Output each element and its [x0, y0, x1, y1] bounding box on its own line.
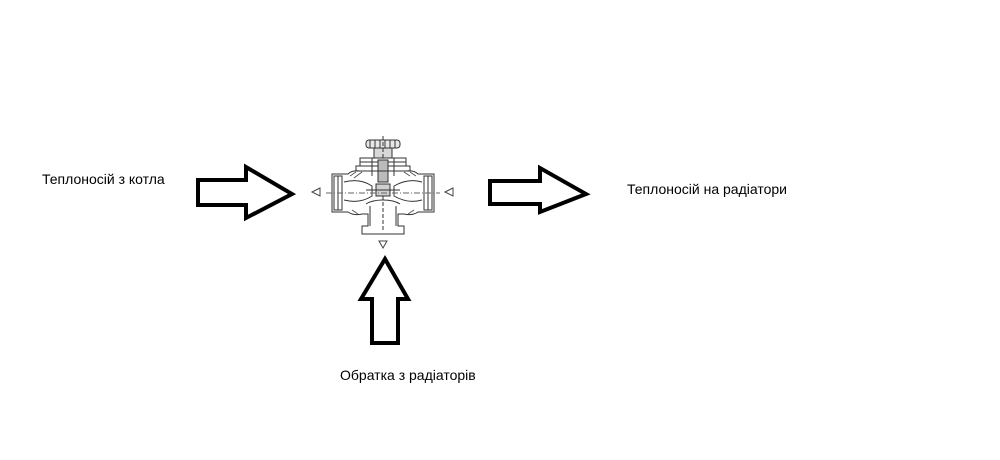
three-way-valve-icon: [326, 136, 440, 235]
arrow-outlet-to-radiators: [488, 164, 591, 215]
arrow-inlet-from-boiler: [196, 163, 297, 222]
flow-marker-bottom: [378, 240, 388, 250]
flow-marker-right: [443, 187, 454, 197]
label-supply-to-radiators: Теплоносій на радіатори: [627, 181, 787, 197]
arrow-return-from-radiators: [357, 255, 412, 345]
label-return-from-radiators: Обратка з радіаторів: [340, 367, 476, 383]
label-supply-from-boiler: Теплоносій з котла: [42, 171, 165, 187]
flow-marker-left: [310, 187, 321, 197]
